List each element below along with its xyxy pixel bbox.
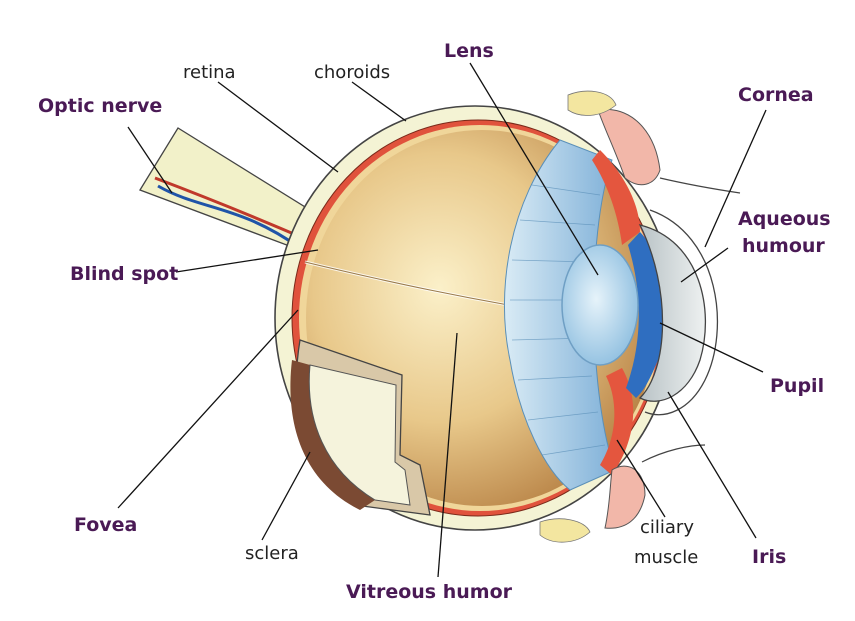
- label-pupil: Pupil: [770, 375, 824, 397]
- leader-aqueous: [680, 247, 729, 283]
- label-sclera: sclera: [245, 543, 299, 564]
- label-lens: Lens: [444, 40, 494, 62]
- label-cornea: Cornea: [738, 84, 814, 106]
- leader-ciliary: [616, 439, 666, 518]
- cutaway-section: [290, 339, 431, 516]
- leader-iris: [667, 391, 757, 539]
- leader-vitreous: [437, 332, 458, 578]
- label-choroids: choroids: [314, 62, 390, 83]
- lens-body: [561, 244, 639, 366]
- leader-optic-nerve: [127, 126, 173, 194]
- ciliary-muscle-lower: [600, 368, 634, 475]
- optic-nerve: [139, 127, 319, 251]
- label-ciliary-line1: ciliary: [640, 517, 694, 538]
- leader-fovea: [117, 309, 299, 509]
- leader-cornea: [704, 109, 767, 248]
- label-aqueous-line2: humour: [742, 235, 825, 257]
- leader-lines: [117, 62, 767, 578]
- label-vitreous-humor: Vitreous humor: [346, 581, 513, 603]
- label-blind-spot: Blind spot: [70, 263, 178, 285]
- label-aqueous-line1: Aqueous: [738, 208, 831, 230]
- label-iris: Iris: [752, 546, 786, 568]
- ciliary-muscle-upper: [592, 150, 640, 245]
- leader-retina: [217, 81, 339, 173]
- label-optic-nerve: Optic nerve: [38, 95, 162, 117]
- eyelid-tissue: [539, 90, 741, 543]
- leader-sclera: [261, 451, 311, 541]
- label-ciliary-line2: muscle: [634, 547, 698, 568]
- leader-pupil: [659, 322, 764, 373]
- label-fovea: Fovea: [74, 514, 137, 536]
- leader-choroids: [351, 81, 407, 122]
- label-retina: retina: [183, 62, 236, 83]
- leader-lens: [469, 62, 599, 276]
- leader-blind-spot: [175, 249, 319, 273]
- iris-tissue: [626, 232, 665, 398]
